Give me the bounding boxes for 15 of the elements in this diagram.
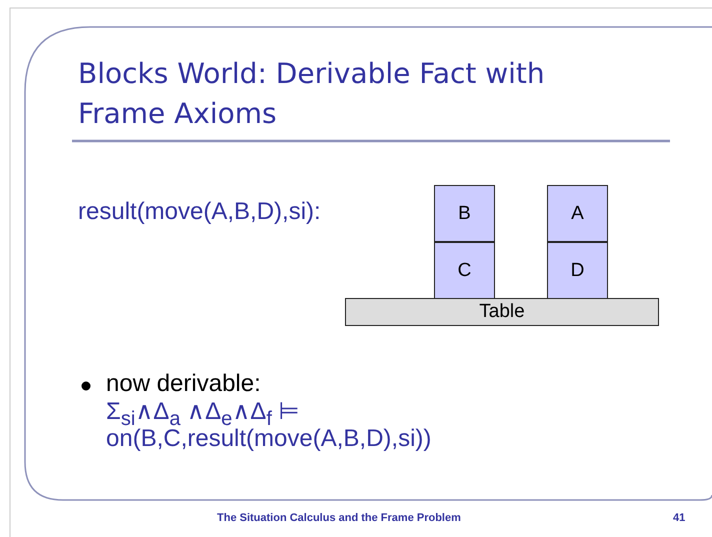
block-label: C [458,260,472,282]
block [434,242,495,299]
table-slab [345,298,659,326]
block [434,185,495,242]
bullet-text: now derivable: [106,370,261,398]
action-expression: result(move(A,B,D),si): [78,198,321,226]
block-label: Table [479,301,525,323]
block-label: B [458,202,471,224]
block [547,242,608,299]
slide-title: Blocks World: Derivable Fact with Frame Axioms [78,56,546,132]
page-number: 41 [673,512,686,525]
block [547,185,608,242]
block-label: D [570,260,584,282]
footer-text: The Situation Calculus and the Frame Problem [217,512,461,525]
block-label: A [571,202,584,224]
